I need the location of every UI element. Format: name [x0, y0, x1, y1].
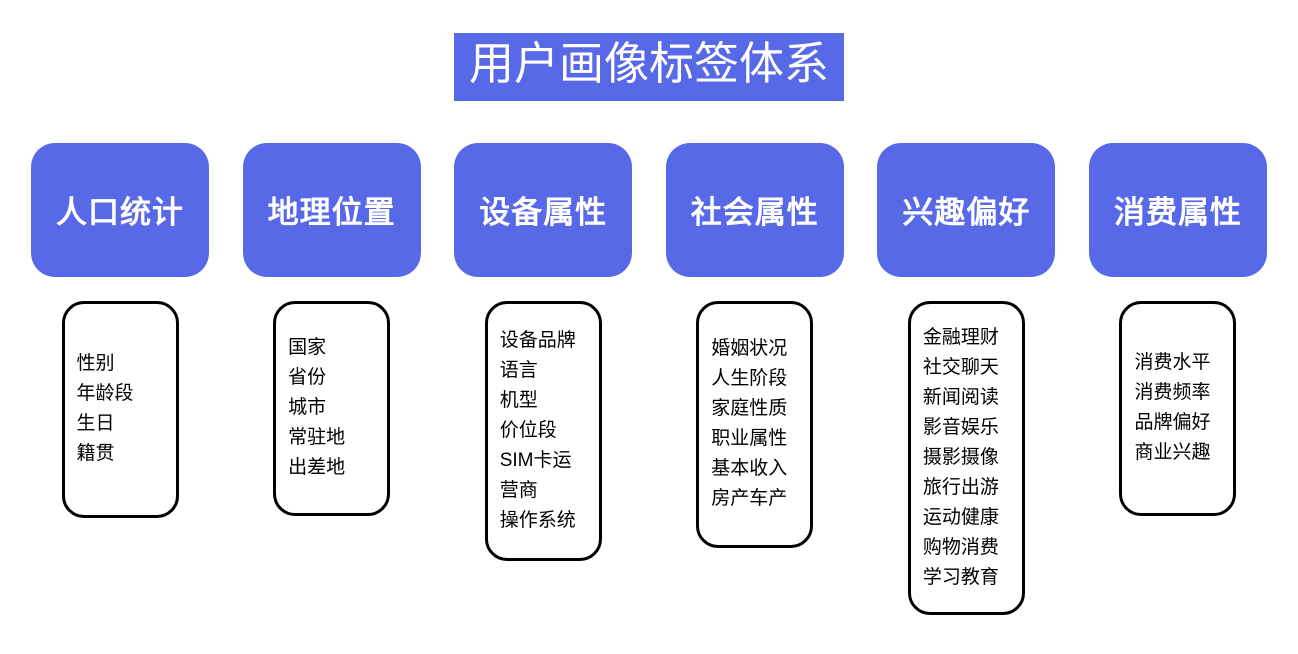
tag-item: 家庭性质: [711, 398, 788, 420]
tag-item: 摄影摄像: [922, 446, 999, 468]
tag-item: 出差地: [288, 457, 346, 479]
tag-item-list: 性别年龄段生日籍贯: [77, 349, 166, 469]
category-column-geo-location: 地理位置 国家省份城市常驻地出差地: [242, 142, 421, 516]
tag-item: 品牌偏好: [1134, 412, 1211, 434]
category-header-label: 消费属性: [1113, 195, 1242, 231]
tag-item: 生日: [76, 413, 115, 435]
category-header-demographics: 人口统计: [31, 142, 209, 277]
category-detail-device-attributes: 设备品牌语言机型价位段 SIM卡运营商操作系统: [484, 300, 602, 561]
tag-item: 价位段: [499, 419, 557, 441]
tag-item: 购物消费: [922, 536, 999, 558]
tag-item: 新闻阅读: [922, 386, 999, 408]
category-detail-geo-location: 国家省份城市常驻地出差地: [273, 300, 391, 516]
category-column-social-attributes: 社会属性 婚姻状况人生阶段家庭性质职业属性基本收入房产车产: [665, 142, 844, 548]
category-header-geo-location: 地理位置: [242, 142, 421, 277]
category-detail-consumption-attributes: 消费水平消费频率品牌偏好商业兴趣: [1119, 300, 1237, 516]
tag-item: 金融理财: [922, 326, 999, 348]
tag-item-list: 设备品牌语言机型价位段 SIM卡运营商操作系统: [500, 326, 589, 536]
tag-item: SIM卡运营商: [499, 449, 572, 501]
tag-item: 城市: [288, 397, 327, 419]
tag-item-list: 婚姻状况人生阶段家庭性质职业属性基本收入房产车产: [711, 334, 800, 514]
tag-item: 房产车产: [711, 488, 788, 510]
category-detail-interest-preferences: 金融理财社交聊天新闻阅读影音娱乐摄影摄像旅行出游运动健康购物消费学习教育: [907, 300, 1025, 615]
tag-item: 学习教育: [922, 566, 999, 588]
tag-item: 职业属性: [711, 428, 788, 450]
category-header-label: 设备属性: [479, 195, 608, 231]
tag-item: 操作系统: [499, 509, 576, 531]
tag-item: 影音娱乐: [922, 416, 999, 438]
category-column-consumption-attributes: 消费属性 消费水平消费频率品牌偏好商业兴趣: [1088, 142, 1267, 516]
tag-item: 社交聊天: [922, 356, 999, 378]
category-header-social-attributes: 社会属性: [665, 142, 844, 277]
tag-item-list: 金融理财社交聊天新闻阅读影音娱乐摄影摄像旅行出游运动健康购物消费学习教育: [923, 323, 1012, 593]
category-header-label: 兴趣偏好: [902, 195, 1031, 231]
tag-item: 籍贯: [76, 443, 115, 465]
tag-item: 省份: [288, 367, 327, 389]
tag-item: 商业兴趣: [1134, 442, 1211, 464]
category-detail-demographics: 性别年龄段生日籍贯: [61, 300, 179, 518]
category-column-interest-preferences: 兴趣偏好 金融理财社交聊天新闻阅读影音娱乐摄影摄像旅行出游运动健康购物消费学习教…: [877, 142, 1056, 615]
category-column-device-attributes: 设备属性 设备品牌语言机型价位段 SIM卡运营商操作系统: [454, 142, 633, 561]
tag-item: 旅行出游: [922, 476, 999, 498]
category-detail-social-attributes: 婚姻状况人生阶段家庭性质职业属性基本收入房产车产: [696, 300, 814, 548]
tag-item: 消费频率: [1134, 382, 1211, 404]
category-header-consumption-attributes: 消费属性: [1088, 142, 1267, 277]
diagram-title: 用户画像标签体系: [453, 33, 844, 101]
tag-item: 国家: [288, 337, 327, 359]
tag-item: 年龄段: [76, 383, 134, 405]
category-header-label: 地理位置: [267, 195, 396, 231]
tag-item: 性别: [76, 353, 115, 375]
category-board: 人口统计 性别年龄段生日籍贯 地理位置 国家省份城市常驻地出差地 设备属性 设备…: [0, 142, 1298, 615]
tag-item: 运动健康: [922, 506, 999, 528]
tag-item: 消费水平: [1134, 352, 1211, 374]
tag-item-list: 国家省份城市常驻地出差地: [288, 333, 377, 483]
category-header-device-attributes: 设备属性: [454, 142, 633, 277]
tag-item: 语言: [499, 359, 538, 381]
tag-item: 基本收入: [711, 458, 788, 480]
tag-item-list: 消费水平消费频率品牌偏好商业兴趣: [1134, 348, 1223, 468]
tag-item: 常驻地: [288, 427, 346, 449]
category-header-label: 社会属性: [690, 195, 819, 231]
category-header-label: 人口统计: [56, 195, 184, 231]
tag-item: 人生阶段: [711, 368, 788, 390]
tag-item: 婚姻状况: [711, 338, 788, 360]
tag-item: 机型: [499, 389, 538, 411]
category-header-interest-preferences: 兴趣偏好: [877, 142, 1056, 277]
tag-item: 设备品牌: [499, 329, 576, 351]
category-column-demographics: 人口统计 性别年龄段生日籍贯: [31, 142, 209, 518]
